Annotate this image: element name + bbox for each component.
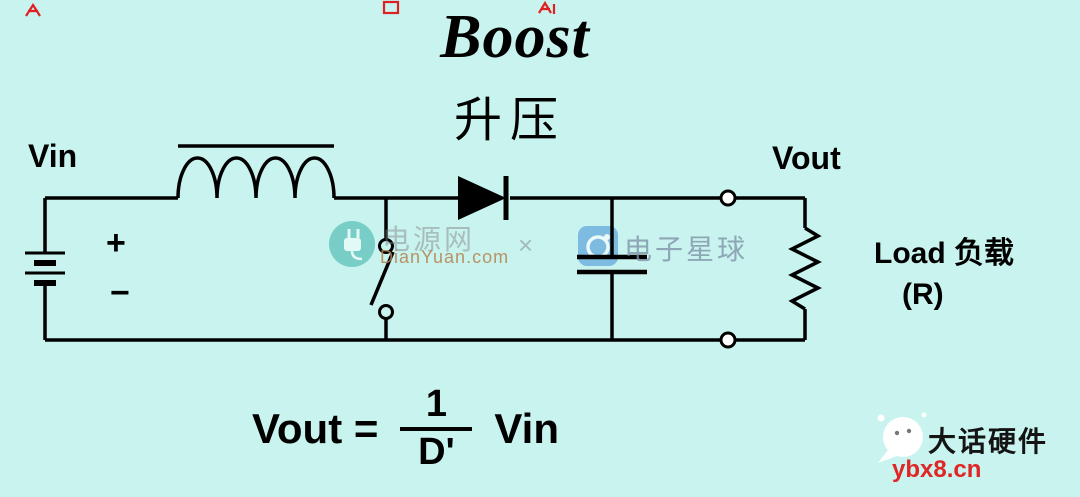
battery-minus-label: − <box>110 274 130 312</box>
inductor <box>176 144 336 199</box>
vin-label: Vin <box>28 138 78 174</box>
dianyuan-watermark-domain: DianYuan.com <box>380 247 510 267</box>
vout-label: Vout <box>772 140 841 176</box>
battery-plus-label: + <box>106 224 126 262</box>
formula-lhs: Vout = <box>252 405 379 452</box>
load-r-label: (R) <box>902 278 944 311</box>
red-mark-right <box>538 0 556 14</box>
switch <box>369 198 395 340</box>
red-annotation-marks <box>25 0 556 17</box>
electron-planet-watermark: 电子星球 <box>624 234 749 265</box>
output-terminal-top <box>719 189 737 207</box>
brand-domain: ybx8.cn <box>892 456 982 483</box>
subtitle-chinese: 升压 <box>453 94 566 147</box>
formula-numerator: 1 <box>425 383 447 426</box>
capacitor <box>577 198 647 340</box>
dianyuan-watermark-name: 电源网 <box>382 224 476 255</box>
formula-denominator: D' <box>418 431 455 473</box>
brand-name: 大话硬件 <box>928 426 1049 457</box>
diode <box>458 176 509 220</box>
brand-logo <box>877 412 927 463</box>
formula-fraction: 1 D' <box>400 383 473 473</box>
red-mark-middle <box>382 0 400 15</box>
load-label: Load 负载 <box>874 237 1014 270</box>
battery <box>25 251 65 286</box>
output-terminal-bottom <box>719 331 737 349</box>
load-resistor <box>788 226 822 311</box>
fraction-bar <box>400 427 473 431</box>
output-formula: Vout = 1 D' Vin <box>252 376 559 482</box>
formula-rhs: Vin <box>494 405 559 452</box>
page-title: Boost <box>440 3 590 71</box>
watermark-separator: × <box>518 230 534 260</box>
red-mark-left <box>25 2 41 17</box>
dianyuan-logo <box>329 221 375 267</box>
